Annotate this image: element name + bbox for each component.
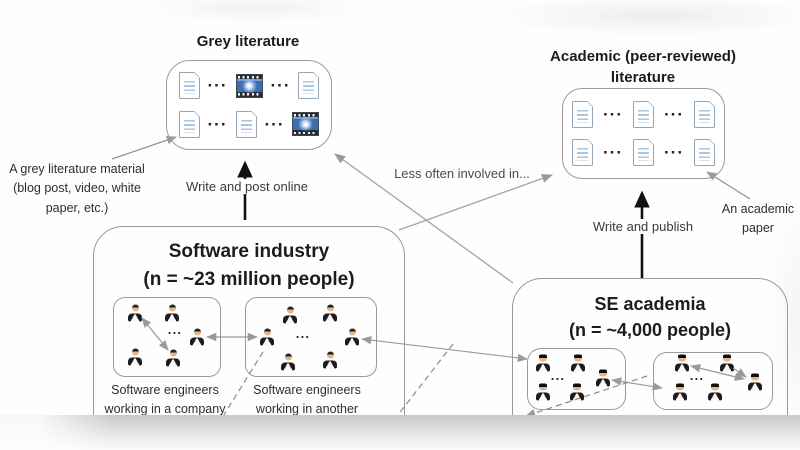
academic-person-icon <box>674 354 690 372</box>
academic-person-icon <box>595 369 611 387</box>
ellipsis: ··· <box>295 329 311 345</box>
film-star-icon: ✶ <box>300 117 312 132</box>
engineer-person-icon <box>165 349 181 367</box>
engineer-person-icon <box>280 353 296 371</box>
engineer-person-icon <box>322 351 338 369</box>
software-industry-heading: Software industry (n = ~23 million peopl… <box>94 227 404 293</box>
document-icon <box>178 72 200 100</box>
academic-literature-title: Academic (peer-reviewed) literature <box>545 46 741 88</box>
academic-title-line2: literature <box>610 69 676 86</box>
document-icon <box>235 110 257 138</box>
se-academia-heading: SE academia (n = ~4,000 people) <box>513 279 787 343</box>
engineer-person-icon <box>127 348 143 366</box>
company-caption: Software engineers working in a company <box>104 383 226 416</box>
academic-row-2: ··· ··· <box>563 139 724 167</box>
grey-row-2: ··· ··· ✶ <box>167 110 331 138</box>
ellipsis: ··· <box>264 114 285 134</box>
paper-icon <box>572 139 594 167</box>
engineer-person-icon <box>259 328 275 346</box>
academic-person-icon <box>719 354 735 372</box>
video-icon: ✶ <box>235 73 263 98</box>
academic-person-icon <box>747 373 763 391</box>
write-post-label: Write and post online <box>170 179 324 194</box>
grey-literature-box: ··· ✶ ··· ··· ··· ✶ <box>166 60 332 150</box>
academic-person-icon <box>672 383 688 401</box>
academic-literature-box: ··· ··· ··· ··· <box>562 88 725 179</box>
software-industry-box: Software industry (n = ~23 million peopl… <box>93 226 405 450</box>
academic-person-icon <box>707 383 723 401</box>
ellipsis: ··· <box>603 143 623 163</box>
film-star-icon: ✶ <box>243 79 255 94</box>
ellipsis: ··· <box>664 143 684 163</box>
academic-person-icon <box>535 383 551 401</box>
paper-icon <box>572 100 594 128</box>
academic-row-1: ··· ··· <box>563 100 724 128</box>
ellipsis: ··· <box>207 76 228 96</box>
engineer-person-icon <box>344 328 360 346</box>
paper-icon <box>633 100 654 128</box>
se-academia-title: SE academia <box>594 294 706 314</box>
ellipsis: ··· <box>207 114 228 134</box>
paper-icon <box>693 100 715 128</box>
grey-literature-items: ··· ✶ ··· ··· ··· ✶ <box>167 61 331 149</box>
ellipsis: ··· <box>664 104 684 124</box>
grey-row-1: ··· ✶ ··· <box>167 72 331 100</box>
engineer-person-icon <box>127 304 143 322</box>
grey-material-annotation: A grey literature material (blog post, v… <box>9 162 145 215</box>
ellipsis: ··· <box>270 76 291 96</box>
industry-to-academic-arrow <box>398 174 553 231</box>
paper-icon <box>633 139 654 167</box>
bottom-gradient-band <box>0 415 800 450</box>
ellipsis: ··· <box>689 371 705 387</box>
engineer-person-icon <box>189 328 205 346</box>
another-company-caption: Software engineers working in another <box>253 383 361 416</box>
paper-icon <box>693 139 715 167</box>
academic-paper-annotation: An academic paper <box>721 202 795 236</box>
academic-person-icon <box>535 354 551 372</box>
document-icon <box>178 110 200 138</box>
document-icon <box>298 72 320 100</box>
write-publish-label: Write and publish <box>566 219 720 234</box>
academic-title-line1: Academic (peer-reviewed) <box>550 48 736 65</box>
grey-literature-title: Grey literature <box>196 33 300 50</box>
video-icon: ✶ <box>292 112 320 137</box>
academic-person-icon <box>569 383 585 401</box>
se-academia-subtitle: (n = ~4,000 people) <box>568 320 732 341</box>
academic-person-icon <box>570 354 586 372</box>
se-academia-box: SE academia (n = ~4,000 people) <box>512 278 788 450</box>
ellipsis: ··· <box>603 104 623 124</box>
engineer-person-icon <box>322 304 338 322</box>
less-often-label: Less often involved in... <box>394 166 530 181</box>
engineer-person-icon <box>282 306 298 324</box>
ellipsis: ··· <box>550 371 566 387</box>
software-industry-subtitle: (n = ~23 million people) <box>143 268 355 290</box>
software-industry-title: Software industry <box>168 241 330 262</box>
academic-literature-items: ··· ··· ··· ··· <box>563 89 724 178</box>
ellipsis: ··· <box>167 325 183 341</box>
engineer-person-icon <box>164 304 180 322</box>
